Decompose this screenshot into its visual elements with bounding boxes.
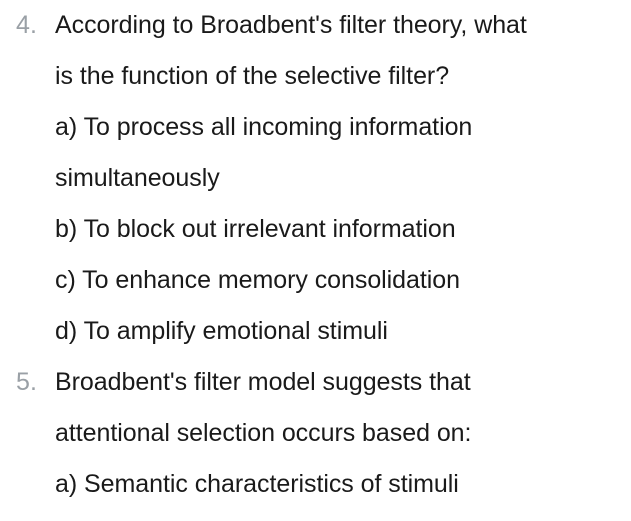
question-number-marker: 5. [16,368,38,396]
option-list: a) Semantic characteristics of stimuli [55,459,631,510]
option-text-line: a) To process all incoming information [55,113,473,141]
option-text-line: c) To enhance memory consolidation [55,266,461,294]
question-text-line: is the function of the selective filter? [55,62,450,90]
option-list: a) To process all incoming information s… [55,102,631,357]
option-text-line: b) To block out irrelevant information [55,215,456,243]
question-item: 5. Broadbent's filter model suggests tha… [0,357,631,510]
option-item[interactable]: a) To process all incoming information s… [55,102,631,204]
question-item: 4. According to Broadbent's filter theor… [16,11,631,357]
option-text-line: a) Semantic characteristics of stimuli [55,470,459,498]
option-text-line: simultaneously [55,164,220,192]
question-text-line: Broadbent's filter model suggests that [55,368,471,396]
question-number-marker: 4. [16,11,38,39]
option-item[interactable]: d) To amplify emotional stimuli [55,306,631,357]
question-text-line: According to Broadbent's filter theory, … [55,11,527,39]
question-list: 4. According to Broadbent's filter theor… [0,11,631,510]
option-text-line: d) To amplify emotional stimuli [55,317,388,345]
option-item[interactable]: b) To block out irrelevant information [55,204,631,255]
option-item[interactable]: c) To enhance memory consolidation [55,255,631,306]
option-item[interactable]: a) Semantic characteristics of stimuli [55,459,631,510]
question-text-line: attentional selection occurs based on: [55,419,472,447]
